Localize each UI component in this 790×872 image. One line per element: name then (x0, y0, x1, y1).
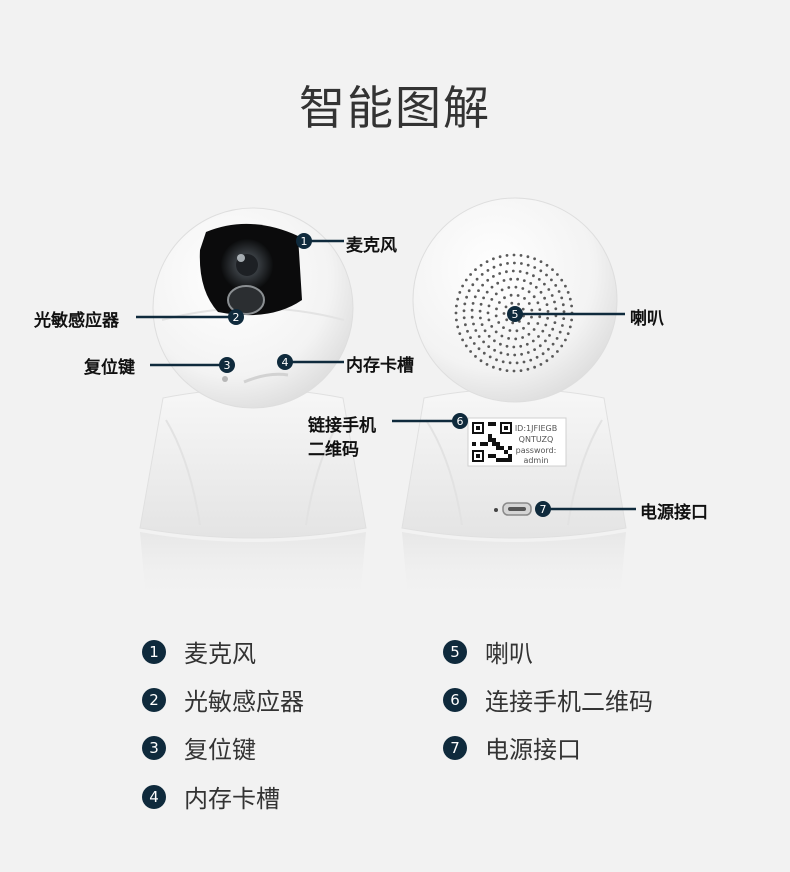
camera-back (401, 197, 627, 606)
callout-light-sensor-label: 光敏感应器 (34, 311, 119, 331)
svg-text:7: 7 (540, 503, 547, 516)
callout-power-port-label: 电源接口 (640, 503, 708, 523)
svg-text:1: 1 (301, 235, 308, 248)
sticker-password: admin (523, 456, 548, 465)
callout-sd-slot-label: 内存卡槽 (346, 356, 414, 376)
sticker-password-label: password: (516, 446, 557, 455)
marker-1: 1 (296, 233, 312, 249)
page-title: 智能图解 (299, 81, 491, 135)
speaker-grille (454, 253, 574, 373)
svg-text:6: 6 (457, 415, 464, 428)
sticker-id: ID:1JFIEGB (515, 424, 557, 433)
marker-6: 6 (452, 413, 468, 429)
callout-speaker-label: 喇叭 (630, 309, 664, 329)
callout-reset-button-label: 复位键 (84, 358, 135, 378)
marker-7: 7 (535, 501, 551, 517)
camera-front (139, 207, 367, 606)
svg-text:5: 5 (512, 308, 519, 321)
marker-3: 3 (219, 357, 235, 373)
sticker-code: QNTUZQ (519, 435, 554, 444)
svg-text:4: 4 (282, 356, 289, 369)
callout-microphone-label: 麦克风 (346, 236, 397, 256)
marker-4: 4 (277, 354, 293, 370)
callout-lines (136, 239, 636, 511)
svg-text:3: 3 (224, 359, 231, 372)
svg-text:2: 2 (233, 311, 240, 324)
marker-2: 2 (228, 309, 244, 325)
marker-5: 5 (507, 306, 523, 322)
callout-qr-label-line1: 链接手机 (308, 416, 376, 436)
callout-qr-label-line2: 二维码 (308, 440, 359, 460)
qr-code-graphic (472, 422, 512, 462)
